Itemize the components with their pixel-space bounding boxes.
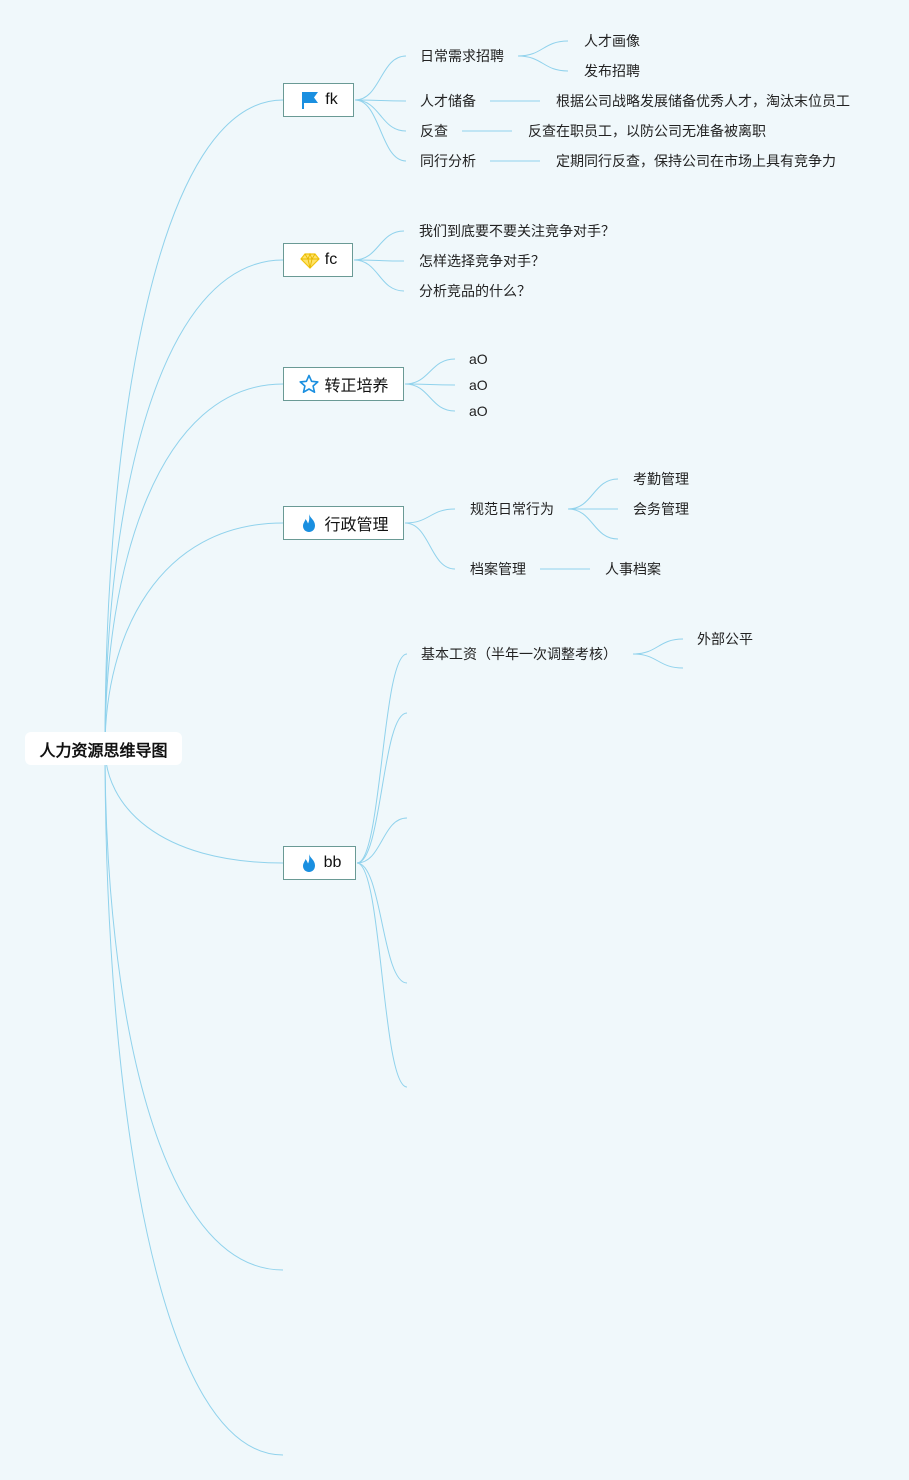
node-norm-behavior[interactable]: 规范日常行为 xyxy=(470,501,554,517)
bb-branch-2 xyxy=(356,817,408,864)
node-talent-profile[interactable]: 人才画像 xyxy=(584,33,640,49)
topic-fc[interactable]: fc xyxy=(283,243,353,277)
node-publish-recruit[interactable]: 发布招聘 xyxy=(584,63,640,79)
fc-branch-1 xyxy=(353,259,405,262)
fire-icon xyxy=(298,512,320,534)
root-line-fk xyxy=(104,99,284,749)
root-line-empty-2 xyxy=(104,747,284,1456)
fk-sub-2 xyxy=(517,55,569,72)
node-peer-analysis[interactable]: 同行分析 xyxy=(420,153,476,169)
node-base-salary[interactable]: 基本工资（半年一次调整考核） xyxy=(421,646,617,662)
flag-icon xyxy=(299,89,321,111)
bb-branch-3 xyxy=(356,862,408,984)
root-topic[interactable]: 人力资源思维导图 xyxy=(25,732,182,765)
node-talent-reserve[interactable]: 人才储备 xyxy=(420,93,476,109)
root-line-zhuanzheng xyxy=(104,383,284,749)
root-line-empty-1 xyxy=(104,747,284,1271)
bb-sub-2 xyxy=(632,653,684,669)
root-title: 人力资源思维导图 xyxy=(39,742,168,760)
node-external-fairness[interactable]: 外部公平 xyxy=(697,631,753,647)
fk-branch-3 xyxy=(354,99,407,162)
topic-fk[interactable]: fk xyxy=(283,83,354,117)
fk-sub-1 xyxy=(517,40,569,57)
node-archive[interactable]: 档案管理 xyxy=(470,561,526,577)
node-attendance[interactable]: 考勤管理 xyxy=(633,471,689,487)
node-reverse-check-detail[interactable]: 反查在职员工，以防公司无准备被离职 xyxy=(528,123,766,139)
topic-xingzheng-label: 行政管理 xyxy=(324,517,389,534)
topic-fk-label: fk xyxy=(325,91,338,108)
root-line-bb xyxy=(104,747,284,864)
node-peer-analysis-detail[interactable]: 定期同行反查，保持公司在市场上具有竞争力 xyxy=(556,153,836,169)
topic-fc-label: fc xyxy=(324,251,338,268)
root-line-xingzheng xyxy=(104,522,284,749)
fk-branch-2 xyxy=(354,99,407,132)
node-daily-recruit[interactable]: 日常需求招聘 xyxy=(420,48,504,64)
node-fc-question-2[interactable]: 怎样选择竞争对手？ xyxy=(419,253,545,269)
node-ao-1[interactable]: aO xyxy=(469,351,488,367)
node-hr-archive[interactable]: 人事档案 xyxy=(605,561,661,577)
zz-branch-2 xyxy=(404,383,456,412)
xz-sub-3 xyxy=(567,508,619,540)
topic-bb[interactable]: bb xyxy=(283,846,356,880)
zz-branch-0 xyxy=(404,358,456,385)
xz-branch-2 xyxy=(404,522,456,570)
fc-branch-2 xyxy=(353,259,405,292)
fk-branch-1 xyxy=(354,99,407,102)
topic-bb-label: bb xyxy=(323,854,342,871)
bb-branch-4 xyxy=(356,862,408,1088)
topic-xingzheng[interactable]: 行政管理 xyxy=(283,506,404,540)
node-reverse-check[interactable]: 反查 xyxy=(420,123,448,139)
diamond-icon xyxy=(299,249,321,271)
node-fc-question-1[interactable]: 我们到底要不要关注竞争对手？ xyxy=(419,223,615,239)
bb-branch-0 xyxy=(356,653,408,864)
node-ao-3[interactable]: aO xyxy=(469,403,488,419)
fc-branch-0 xyxy=(353,230,405,261)
star-icon xyxy=(298,373,320,395)
topic-zhuanzheng[interactable]: 转正培养 xyxy=(283,367,404,401)
node-fc-question-3[interactable]: 分析竞品的什么？ xyxy=(419,283,531,299)
xz-sub-1 xyxy=(567,478,619,510)
bb-branch-1 xyxy=(356,712,408,864)
node-talent-reserve-detail[interactable]: 根据公司战略发展储备优秀人才，淘汰末位员工 xyxy=(556,93,850,109)
node-ao-2[interactable]: aO xyxy=(469,377,488,393)
topic-zhuanzheng-label: 转正培养 xyxy=(324,378,389,395)
fk-branch-0 xyxy=(354,55,407,101)
xz-branch-1 xyxy=(404,508,456,524)
bb-sub-1 xyxy=(632,638,684,655)
root-line-fc xyxy=(104,259,284,749)
node-meeting[interactable]: 会务管理 xyxy=(633,501,689,517)
fire-icon xyxy=(298,852,320,874)
